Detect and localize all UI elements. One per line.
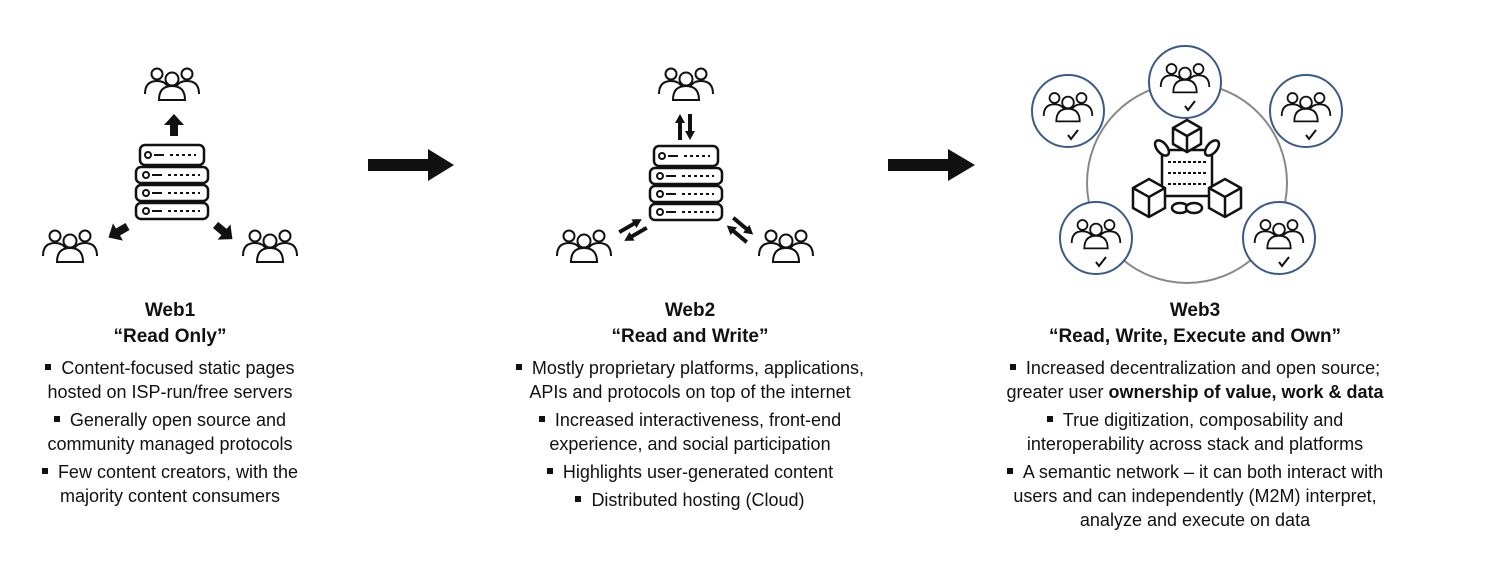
list-item: Highlights user-generated content xyxy=(470,460,910,484)
bidirectional-arrow-icon xyxy=(616,214,650,246)
diagram-art xyxy=(42,0,1488,284)
users-icon xyxy=(758,229,814,263)
users-icon xyxy=(1270,75,1342,147)
list-item: A semantic network – it can both interac… xyxy=(950,460,1440,532)
list-item: Mostly proprietary platforms, applicatio… xyxy=(470,356,910,404)
users-icon xyxy=(1032,75,1104,147)
arrow-icon xyxy=(209,217,239,247)
web1-subtitle: “Read Only” xyxy=(113,326,227,347)
web2-column: Web2 “Read and Write” Mostly proprietary… xyxy=(470,298,910,516)
users-icon xyxy=(556,229,612,263)
web3-column: Web3 “Read, Write, Execute and Own” Incr… xyxy=(950,298,1440,536)
users-icon xyxy=(42,229,98,263)
web2-diagram xyxy=(556,67,814,263)
users-icon xyxy=(1060,202,1132,274)
web3-title: Web3 xyxy=(1169,300,1221,321)
arrow-icon xyxy=(888,149,975,181)
users-icon xyxy=(144,67,200,101)
users-icon xyxy=(1243,202,1315,274)
list-item: Increased decentralization and open sour… xyxy=(1006,358,1384,402)
web2-subtitle: “Read and Write” xyxy=(611,326,769,347)
web1-title: Web1 xyxy=(144,300,196,321)
web1-diagram xyxy=(42,67,298,263)
users-icon xyxy=(658,67,714,101)
web3-subtitle: “Read, Write, Execute and Own” xyxy=(1048,326,1342,347)
arrow-icon xyxy=(103,217,133,247)
arrow-icon xyxy=(368,149,454,181)
bidirectional-arrow-icon xyxy=(675,114,695,140)
web2-title: Web2 xyxy=(664,300,716,321)
server-icon xyxy=(648,144,724,222)
web1-column: Web1 “Read Only” Content-focused static … xyxy=(0,298,340,512)
list-item: Distributed hosting (Cloud) xyxy=(470,488,910,512)
arrow-icon xyxy=(164,114,184,136)
users-icon xyxy=(242,229,298,263)
users-icon xyxy=(1149,46,1221,118)
blockchain-icon xyxy=(1131,118,1243,219)
server-icon xyxy=(134,143,210,221)
bidirectional-arrow-icon xyxy=(723,213,757,247)
web3-diagram xyxy=(1032,46,1342,284)
